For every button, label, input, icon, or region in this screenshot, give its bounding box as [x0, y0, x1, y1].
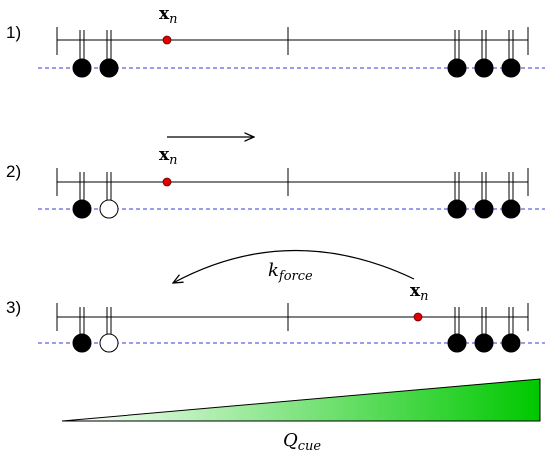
hammer-2	[99, 30, 119, 78]
particle-dot	[162, 177, 172, 187]
hammer-4	[474, 30, 494, 78]
particle-label: xn	[159, 145, 178, 168]
hammer-head	[474, 333, 494, 353]
panel-2-label: 2)	[6, 162, 21, 181]
hammer-3	[447, 307, 467, 353]
cue-gradient-wedge	[61, 378, 541, 422]
hammer-head	[447, 199, 467, 219]
hammer-head	[447, 58, 467, 78]
force-label: kforce	[268, 260, 313, 284]
hammer-head	[501, 333, 521, 353]
hammer-1	[72, 30, 92, 78]
hammer-head	[99, 58, 119, 78]
hammer-5	[501, 307, 521, 353]
hammer-head	[72, 58, 92, 78]
hammer-5	[501, 172, 521, 219]
hammer-head	[501, 58, 521, 78]
hammer-head	[474, 58, 494, 78]
hammer-head	[474, 199, 494, 219]
hammer-1	[72, 307, 92, 353]
hammer-2	[99, 307, 119, 353]
particle-label: xn	[159, 4, 178, 27]
particle-dot	[162, 35, 172, 45]
hammer-head-released	[99, 199, 119, 219]
hammer-4	[474, 307, 494, 353]
hammer-1	[72, 172, 92, 219]
hammer-head-released	[99, 333, 119, 353]
force-arrow	[173, 249, 415, 283]
hammer-head	[72, 199, 92, 219]
hammer-2	[99, 172, 119, 219]
cue-label: Qcue	[283, 430, 321, 454]
panel-1-label: 1)	[6, 23, 21, 42]
hammer-3	[447, 172, 467, 219]
hammer-head	[447, 333, 467, 353]
particle-dot	[413, 312, 423, 322]
hammer-head	[501, 199, 521, 219]
panel-3: xn	[38, 281, 545, 353]
panel-3-label: 3)	[6, 298, 21, 317]
hammer-head	[72, 333, 92, 353]
particle-label: xn	[410, 281, 429, 304]
panel-1: xn	[38, 4, 545, 78]
hammer-4	[474, 172, 494, 219]
hammer-5	[501, 30, 521, 78]
hammer-3	[447, 30, 467, 78]
panel-2: xn	[38, 145, 545, 219]
